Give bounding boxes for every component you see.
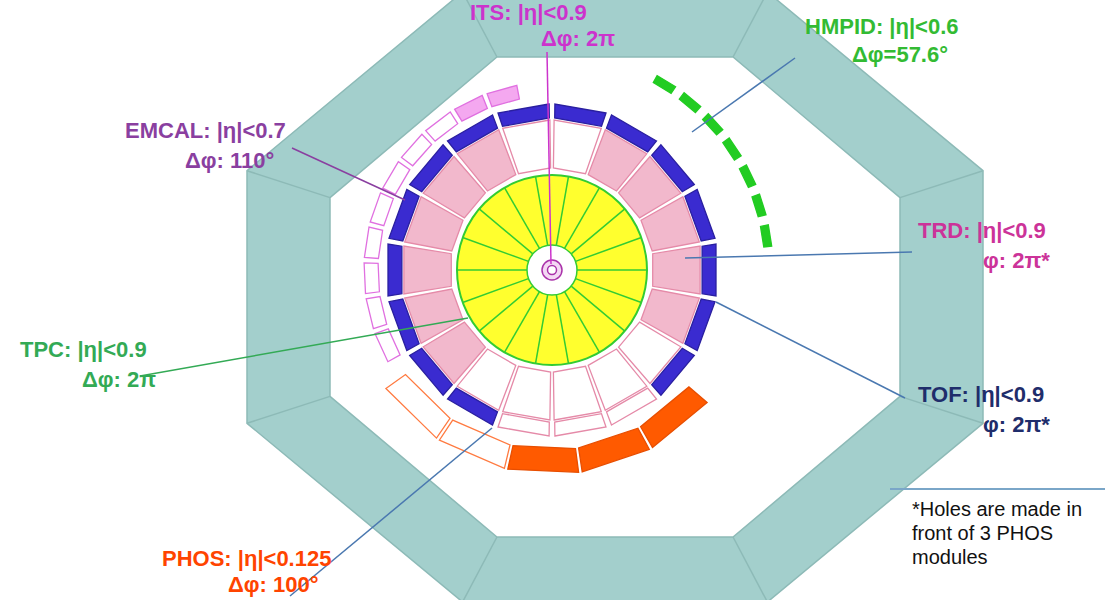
yoke-seam <box>733 537 767 600</box>
tof-module <box>685 299 715 351</box>
tpc-sector-line <box>556 295 568 364</box>
emcal-coverage: Δφ: 110° <box>185 148 274 174</box>
emcal-module <box>370 193 393 226</box>
tpc-sector-line <box>565 292 600 353</box>
tof-module <box>555 104 606 126</box>
tof-module <box>448 388 498 425</box>
yoke-seam <box>463 537 497 600</box>
trd-module <box>503 366 551 420</box>
its-label: ITS: |η|<0.9 <box>470 0 587 26</box>
yoke-seam <box>733 0 767 57</box>
tof-module <box>607 115 657 152</box>
tof-module <box>388 244 402 296</box>
yoke-seam <box>247 396 330 423</box>
tpc-sector-line <box>577 269 647 271</box>
footnote-rule <box>890 488 1105 490</box>
tof-module <box>555 414 606 436</box>
phos-module <box>579 428 650 472</box>
hmpid-label: HMPID: |η|<0.6 <box>805 14 959 40</box>
hmpid-coverage: Δφ=57.6° <box>852 42 948 68</box>
its-outer <box>542 260 562 280</box>
hmpid-leader <box>692 58 795 132</box>
tpc-sector-line <box>536 176 548 245</box>
emcal-module <box>364 227 382 258</box>
tpc-sector-line <box>505 188 540 249</box>
tpc-sector-line <box>576 279 642 303</box>
tpc-label: TPC: |η|<0.9 <box>20 337 147 363</box>
tpc-volume <box>457 175 647 365</box>
hmpid-module <box>739 165 755 188</box>
tof-module <box>652 145 695 192</box>
emcal-module <box>364 263 379 294</box>
tpc-sector-line <box>505 292 540 353</box>
tpc-leader <box>140 318 468 376</box>
tpc-sector-line <box>479 286 533 331</box>
tpc-sector-line <box>463 238 529 262</box>
tpc-sector-line <box>571 209 625 254</box>
tof-coverage: φ: 2π* <box>983 412 1050 438</box>
detector-rings <box>364 76 772 473</box>
trd-coverage: φ: 2π* <box>983 248 1050 274</box>
tof-module <box>498 104 549 126</box>
emcal-module <box>383 162 410 195</box>
its-coverage: Δφ: 2π <box>541 26 615 52</box>
yoke-seam <box>900 171 983 198</box>
tof-leader <box>716 302 905 398</box>
emcal-leader <box>292 148 405 200</box>
tof-module <box>702 244 716 296</box>
phos-coverage: Δφ: 100° <box>228 572 319 598</box>
trd-module <box>653 246 700 294</box>
tof-module <box>685 190 715 242</box>
its-inner <box>548 266 557 275</box>
tof-module <box>389 190 419 242</box>
emcal-module <box>455 95 488 121</box>
trd-module <box>553 120 601 174</box>
phos-module <box>386 375 450 439</box>
phos-module <box>641 387 708 448</box>
hmpid-module <box>752 194 766 217</box>
tof-module <box>498 414 549 436</box>
hmpid-module <box>761 225 772 247</box>
footnote: *Holes are made in front of 3 PHOS modul… <box>912 497 1097 569</box>
phos-label: PHOS: |η|<0.125 <box>162 546 331 572</box>
tpc-coverage: Δφ: 2π <box>82 367 156 393</box>
magnet-yoke <box>247 0 983 600</box>
emcal-module <box>487 85 519 106</box>
phos-module <box>508 446 579 473</box>
emcal-module <box>366 297 387 329</box>
tpc-sector-line <box>556 176 568 245</box>
emcal-module <box>426 112 458 141</box>
tpc-sector-line <box>457 269 527 271</box>
its-leader <box>547 52 551 264</box>
emcal-module <box>402 134 432 166</box>
tpc-inner-field-cage <box>527 245 577 295</box>
phos-module <box>439 420 510 468</box>
hmpid-module <box>679 93 700 113</box>
trd-leader <box>685 252 912 258</box>
yoke-seam <box>247 171 330 198</box>
trd-module <box>404 246 451 294</box>
hmpid-module <box>653 76 675 94</box>
tpc-sector-line <box>536 295 548 364</box>
emcal-label: EMCAL: |η|<0.7 <box>125 118 286 144</box>
yoke-seams <box>247 0 983 600</box>
tof-label: TOF: |η|<0.9 <box>918 382 1044 408</box>
hmpid-module <box>723 138 741 160</box>
tpc-sector-line <box>565 188 600 249</box>
trd-label: TRD: |η|<0.9 <box>918 218 1046 244</box>
